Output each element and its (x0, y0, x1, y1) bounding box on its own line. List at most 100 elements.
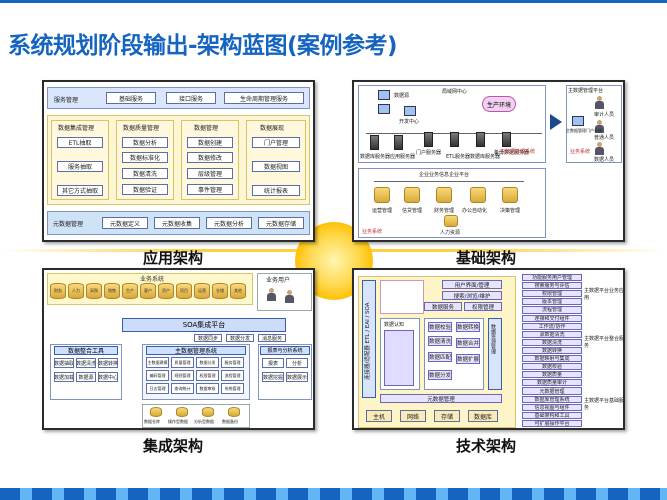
oa-node-label: 办公自动化 (462, 208, 488, 214)
storage-icon-2 (176, 407, 188, 417)
right-label-base: 主数据平台基础服务 (584, 398, 625, 411)
top-note-lan: 局域网中心 (442, 89, 468, 95)
finance-node-icon (436, 187, 452, 203)
auditor-icon (594, 96, 604, 110)
integration-tool-header: 数据整合工具 (54, 346, 118, 355)
server-label-4: ETL服务器 (446, 154, 470, 160)
stack-item-2: 搜索服务与评估 (522, 282, 582, 290)
top-accent-line (0, 0, 667, 3)
portal-mgmt-box: 门户管理 (252, 137, 300, 148)
business-user-icon-2 (284, 290, 294, 304)
report-item-2: 分析 (286, 358, 308, 368)
server-label-1: 数据库服务器 (360, 154, 391, 160)
other-extract-box: 其它方式抽取 (57, 185, 103, 196)
report-item-3: 数据挖掘 (262, 372, 284, 382)
production-cloud: 生产环境 (482, 96, 516, 112)
server-icon-5 (476, 132, 485, 147)
hr-node-label: 人力资源 (440, 230, 461, 236)
storage-box: 存储 (434, 410, 460, 422)
tool-item-3: 数据转换 (98, 358, 118, 368)
data-create-box: 数据创建 (187, 137, 233, 148)
business-user-icon-1 (266, 288, 276, 302)
mdm-item-1: 主数据建模 (146, 357, 169, 368)
system-cylinder-9: 运营 (194, 283, 210, 299)
system-cylinder-11: 其他 (230, 283, 246, 299)
metadata-mgmt-bar: 元数据管理 (380, 394, 502, 403)
tool-item-2: 数据清洗 (76, 358, 96, 368)
tool-item-1: 数据抽取 (54, 358, 74, 368)
storage-icon-4 (228, 407, 240, 417)
data-verify-box: 数据验证 (122, 184, 168, 195)
mid-item-1: 数据校验 (428, 322, 452, 332)
stack-item-16: 数据库管理系统 (522, 395, 582, 403)
storage-icon-1 (150, 407, 162, 417)
service-extract-box: 服务抽取 (57, 161, 103, 172)
storage-label-4: 数据备份 (222, 419, 238, 424)
stack-item-14: 数据质量审计 (522, 379, 582, 387)
mid-item-6: 数据扩展 (456, 354, 480, 364)
soa-item-1: 数据同步 (194, 334, 222, 342)
etl-extract-box: ETL抽取 (57, 137, 103, 148)
connector-vertical-bar (362, 280, 376, 398)
mdm-item-12: 系统管理 (221, 383, 244, 394)
storage-label-2: 操作型数据 (168, 419, 188, 424)
lifecycle-service-box: 生命周期管理服务 (224, 92, 304, 104)
stack-item-6: 连接和交付组件 (522, 314, 582, 322)
credit-node-label: 信贷管理 (402, 208, 423, 214)
server-icon-4 (450, 132, 459, 147)
stack-item-10: 数据转换 (522, 346, 582, 355)
report-item-1: 报表 (262, 358, 284, 368)
page-title: 系统规划阶段输出-架构蓝图(案例参考) (8, 33, 398, 59)
credit-node-icon (404, 187, 420, 203)
system-cylinder-1: 财务 (50, 283, 66, 299)
server-icon-6 (502, 132, 511, 147)
mdm-item-2: 质量管理 (171, 357, 194, 368)
server-label-3: 门户服务器 (416, 150, 442, 156)
data-cleanse-box: 数据清洗 (122, 168, 168, 179)
platform-title: 主数据管理平台 (568, 88, 604, 94)
service-mgmt-label: 服务管理 (54, 97, 79, 104)
system-cylinder-2: 人力 (68, 283, 84, 299)
mdm-item-9: 日志管理 (146, 383, 169, 394)
tech-top-item-4: 数据服务 (424, 302, 462, 311)
stack-item-8: 源数据清洗 (522, 330, 582, 338)
mdm-system-header: 主数据管理系统 (146, 346, 246, 355)
top-note-dev: 开发中心 (399, 119, 420, 125)
mid-item-4: 数据匹配 (428, 352, 452, 362)
data-integration-title: 数据集成管理 (58, 125, 95, 132)
stack-item-13: 数据质量 (522, 371, 582, 379)
report-system-header: 报表与分析系统 (260, 346, 310, 355)
storage-icon-3 (202, 407, 214, 417)
system-cylinder-row: 财务人力采购销售生产客户资产项目运营仓储其他 (50, 283, 250, 303)
normal-user-label: 普通人员 (594, 135, 615, 141)
tech-right-stack: 功能服务用户管理搜索服务与评估权限管理版本管理流程管理连接和交付组件工作流/协作… (522, 274, 582, 428)
mdm-item-3: 数据分发 (196, 357, 219, 368)
platform-side-label: 业务系统 (570, 149, 591, 155)
portal-label: 主数据管理门户系统 (566, 128, 602, 133)
mid-item-3: 数据转换 (456, 322, 480, 332)
stack-item-15: 元数据管理 (522, 387, 582, 395)
mdm-item-8: 流程管理 (221, 370, 244, 381)
infra-architecture-label: 基础架构 (456, 249, 517, 267)
server-icon-2 (394, 135, 403, 150)
dev-pc-icon-2 (378, 104, 390, 114)
mdm-item-4: 服务管理 (221, 357, 244, 368)
system-cylinder-7: 资产 (158, 283, 174, 299)
stack-item-11: 数据映射与集成 (522, 355, 582, 363)
data-display-title: 数据展现 (260, 125, 285, 132)
mdm-item-7: 权限管理 (196, 370, 219, 381)
resource-mgmt-bar (488, 318, 502, 390)
auditor-label: 审计人员 (594, 112, 615, 118)
hierarchy-mgmt-box: 层级管理 (187, 168, 233, 179)
tech-top-item-2: 搜索/浏览/维护 (442, 291, 502, 300)
app-architecture-panel: 服务管理 基础服务 接口服务 生命周期管理服务 数据集成管理 ETL抽取 服务抽… (42, 80, 315, 242)
report-item-4: 数据展示 (286, 372, 308, 382)
connector-vertical-label: 连接器/适配器 ETL / EAI / SOA (365, 302, 371, 380)
mdm-item-11: 数据审核 (196, 383, 219, 394)
stack-item-5: 流程管理 (522, 306, 582, 314)
right-label-integ: 主数据平台整合服务 (584, 336, 625, 349)
data-analysis-box: 数据分析 (122, 137, 168, 148)
metadata-mgmt-label: 元数据管理 (53, 221, 84, 228)
storage-label-3: 分析型数据 (194, 419, 214, 424)
business-left-label: 业务系统 (362, 229, 383, 235)
